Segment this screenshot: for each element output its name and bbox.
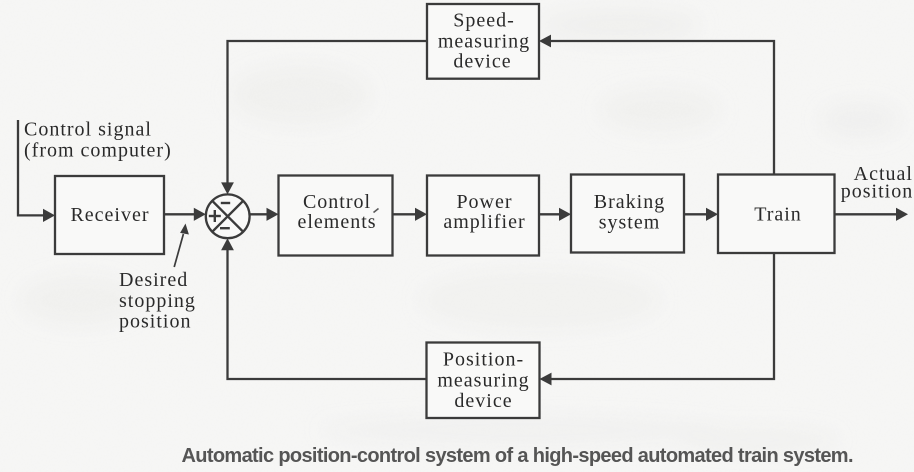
svg-text:Speed-: Speed- xyxy=(453,9,515,31)
svg-text:(from computer): (from computer) xyxy=(24,140,172,162)
svg-text:measuring: measuring xyxy=(438,31,530,53)
svg-text:Control: Control xyxy=(303,191,371,213)
svg-text:device: device xyxy=(454,390,512,412)
svg-text:Actual: Actual xyxy=(854,163,913,185)
svg-text:amplifier: amplifier xyxy=(443,211,525,233)
svg-text:Control signal: Control signal xyxy=(24,119,152,141)
svg-text:measuring: measuring xyxy=(437,369,529,391)
svg-text:elements: elements xyxy=(297,211,376,233)
svg-text:Receiver: Receiver xyxy=(70,204,149,226)
svg-text:position: position xyxy=(119,310,191,332)
svg-text:Train: Train xyxy=(754,204,802,226)
svg-text:system: system xyxy=(599,211,661,233)
svg-text:Braking: Braking xyxy=(594,191,665,213)
svg-text:Power: Power xyxy=(456,191,512,213)
svg-text:Automatic position-control sys: Automatic position-control system of a h… xyxy=(182,445,854,467)
svg-text:Position-: Position- xyxy=(443,348,524,370)
svg-text:Desired: Desired xyxy=(119,269,188,291)
svg-text:stopping: stopping xyxy=(119,290,196,312)
svg-text:device: device xyxy=(453,51,511,73)
svg-text:position: position xyxy=(841,181,913,203)
